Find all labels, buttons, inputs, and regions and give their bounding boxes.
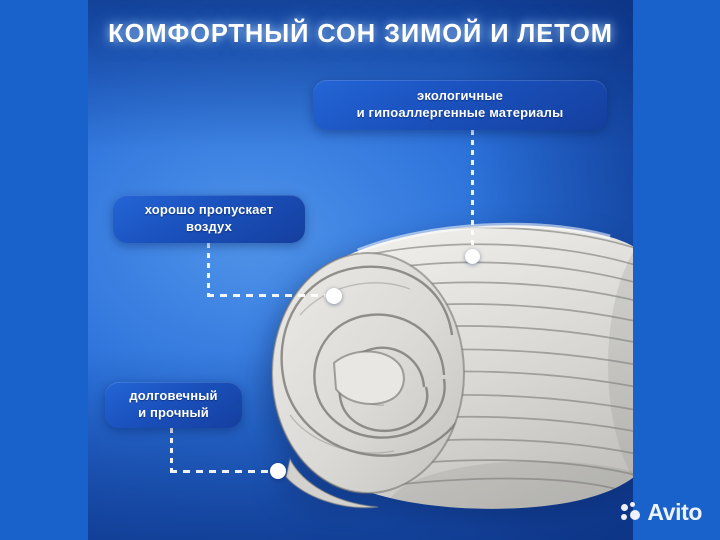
letterbox-left	[0, 0, 88, 540]
connector-durable-vertical	[170, 428, 173, 472]
avito-watermark: Avito	[621, 501, 702, 524]
letterbox-right	[633, 0, 720, 540]
avito-dots-icon	[621, 502, 642, 523]
callout-durable-line2: и прочный	[138, 405, 209, 420]
rolled-blanket-image	[238, 215, 633, 515]
callout-eco-line2: и гипоаллергенные материалы	[356, 105, 564, 120]
avito-wordmark: Avito	[647, 499, 702, 525]
connector-durable-horizontal	[170, 470, 282, 473]
callout-durable: долговечный и прочный	[105, 382, 242, 428]
connector-air-horizontal	[207, 294, 335, 297]
callout-air-line2: воздух	[186, 219, 232, 234]
callout-eco-line1: экологичные	[417, 88, 503, 104]
connector-eco	[471, 130, 474, 252]
callout-air: хорошо пропускает воздух	[113, 195, 305, 243]
page-title: КОМФОРТНЫЙ СОН ЗИМОЙ И ЛЕТОМ	[108, 20, 613, 48]
hotspot-dot-air	[326, 288, 342, 304]
hotspot-dot-eco	[465, 249, 480, 264]
callout-air-line1: хорошо пропускает	[144, 202, 274, 218]
callout-durable-line1: долговечный	[129, 388, 218, 404]
hotspot-dot-durable	[270, 463, 286, 479]
callout-eco: экологичные и гипоаллергенные материалы	[313, 80, 607, 130]
connector-air-vertical	[207, 243, 210, 295]
